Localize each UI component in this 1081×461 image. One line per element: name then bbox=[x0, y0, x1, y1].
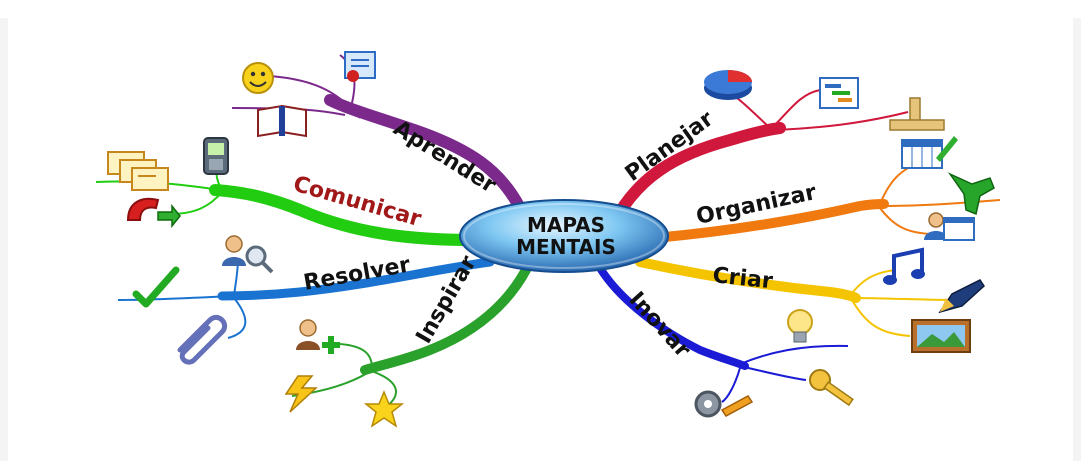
top-strip bbox=[0, 0, 1081, 18]
user-calendar-icon bbox=[924, 212, 975, 241]
branch-label-criar: Criar bbox=[711, 263, 774, 294]
checkmark-icon bbox=[132, 266, 180, 308]
add-user-icon bbox=[296, 319, 340, 354]
branch-aprender: Aprender bbox=[231, 51, 526, 214]
center-title-line1: MAPAS bbox=[527, 213, 605, 237]
user-search-icon bbox=[222, 235, 274, 274]
ruler-icon bbox=[889, 97, 945, 131]
gantt-chart-icon bbox=[819, 77, 859, 109]
telephone-icon bbox=[126, 197, 181, 229]
pushpin-icon bbox=[947, 172, 995, 216]
star-icon bbox=[363, 390, 405, 428]
center-node: MAPAS MENTAIS bbox=[459, 199, 669, 273]
book-icon bbox=[257, 104, 307, 138]
picture-icon bbox=[911, 319, 971, 353]
branch-label-resolver: Resolver bbox=[302, 253, 413, 296]
lightning-icon bbox=[284, 375, 318, 413]
branch-label-inovar: Inovar bbox=[624, 287, 696, 363]
calendar-icon bbox=[901, 136, 958, 169]
center-title-line2: MENTAIS bbox=[516, 235, 616, 259]
music-note-icon bbox=[883, 247, 925, 285]
pie-chart-icon bbox=[704, 70, 752, 100]
paperclip-icon bbox=[177, 314, 228, 365]
mobile-phone-icon bbox=[203, 137, 229, 175]
letters-icon bbox=[107, 151, 169, 191]
key-icon bbox=[809, 369, 854, 407]
left-margin bbox=[0, 18, 8, 461]
gears-icon bbox=[694, 390, 754, 418]
lightbulb-icon bbox=[787, 309, 813, 343]
fountain-pen-icon bbox=[938, 279, 985, 314]
branch-criar: Criar bbox=[635, 247, 985, 353]
happy-face-icon bbox=[242, 62, 274, 94]
right-margin bbox=[1073, 18, 1081, 461]
certificate-icon bbox=[344, 51, 376, 82]
